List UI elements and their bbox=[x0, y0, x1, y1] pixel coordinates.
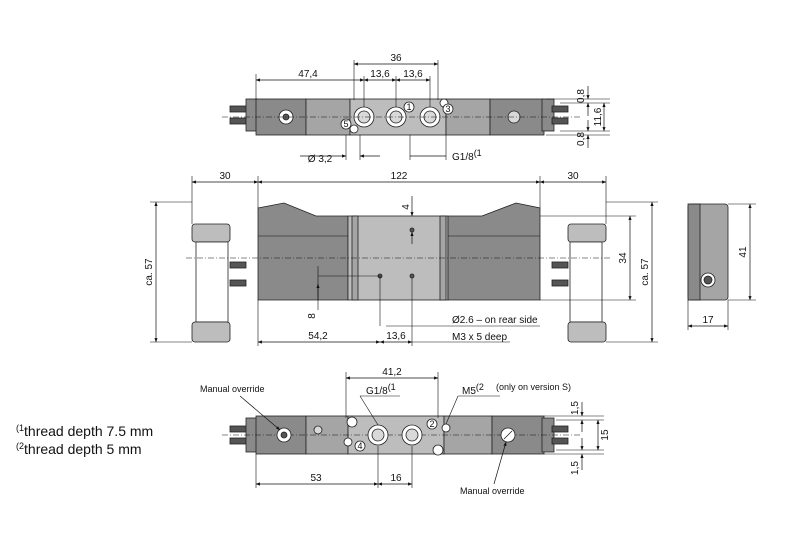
thread-depth-note: M3 x 5 deep bbox=[452, 332, 507, 343]
dim-11-6: 11,6 bbox=[593, 107, 604, 126]
dim-13-6-front: 13,6 bbox=[386, 331, 406, 342]
dim-41-2: 41,2 bbox=[382, 367, 402, 378]
dim-ca57-left: ca. 57 bbox=[144, 258, 155, 286]
bottom-view: 4 2 41,2 G1/8(1 M5(2 (only on version S)… bbox=[200, 367, 611, 496]
top-thread-g18: G1/8(1 bbox=[452, 148, 482, 163]
top-left-connector bbox=[229, 98, 259, 132]
manual-override-label-bottom: Manual override bbox=[460, 486, 525, 496]
dim-34: 34 bbox=[618, 252, 629, 264]
dim-diameter-3-2: Ø 3,2 bbox=[308, 154, 333, 165]
top-mount-hole-left bbox=[349, 124, 359, 134]
bottom-thread-g18: G1/8(1 bbox=[366, 382, 396, 397]
front-body-right bbox=[447, 202, 541, 301]
dim-54-2: 54,2 bbox=[308, 331, 328, 342]
bottom-port-m5-left bbox=[343, 437, 353, 447]
dim-1-5-top: 1,5 bbox=[570, 401, 581, 415]
dim-8: 8 bbox=[307, 313, 318, 319]
dim-0-8-top: 0,8 bbox=[576, 89, 587, 103]
front-right-plug bbox=[551, 223, 607, 343]
dim-13-6-left: 13,6 bbox=[370, 69, 390, 80]
bottom-mount-hole-tl bbox=[346, 416, 358, 428]
dim-0-8-bottom: 0,8 bbox=[576, 132, 587, 146]
top-right-connector bbox=[541, 98, 569, 132]
bottom-port-number-4: 4 bbox=[357, 441, 362, 451]
top-port-number-3: 3 bbox=[445, 104, 450, 114]
front-left-plug bbox=[191, 223, 247, 343]
bottom-port-m5-right bbox=[441, 423, 451, 433]
dim-36: 36 bbox=[390, 53, 402, 64]
dim-4: 4 bbox=[401, 204, 412, 210]
dim-30-left: 30 bbox=[219, 171, 231, 182]
footnotes: (1thread depth 7.5 mm (2thread depth 5 m… bbox=[16, 423, 153, 457]
top-port-number-1: 1 bbox=[406, 102, 411, 112]
bottom-thread-m5: M5(2 bbox=[462, 382, 484, 397]
dim-17: 17 bbox=[702, 315, 714, 326]
bottom-port-number-2: 2 bbox=[429, 419, 434, 429]
dim-122: 122 bbox=[391, 171, 408, 182]
front-body-left bbox=[257, 202, 349, 301]
dim-15: 15 bbox=[600, 429, 611, 441]
m5-version-note: (only on version S) bbox=[496, 382, 571, 392]
front-view: 30 122 30 4 34 ca. 57 ca. 57 8 54 bbox=[144, 171, 658, 346]
dim-30-right: 30 bbox=[567, 171, 579, 182]
footnote-2: (2thread depth 5 mm bbox=[16, 441, 142, 457]
rear-hole-note: Ø2.6 – on rear side bbox=[452, 315, 538, 326]
dim-ca57-right: ca. 57 bbox=[640, 258, 651, 286]
dim-47-4: 47,4 bbox=[298, 69, 318, 80]
dim-53: 53 bbox=[310, 473, 322, 484]
top-view: 1 3 5 36 47,4 13,6 13,6 0,8 11,6 0,8 bbox=[222, 53, 610, 165]
top-port-number-5: 5 bbox=[343, 119, 348, 129]
dim-41: 41 bbox=[738, 246, 749, 258]
dim-1-5-bottom: 1,5 bbox=[570, 461, 581, 475]
bottom-mount-hole-br bbox=[432, 444, 444, 456]
manual-override-label-top: Manual override bbox=[200, 384, 265, 394]
dim-16: 16 bbox=[390, 473, 402, 484]
footnote-1: (1thread depth 7.5 mm bbox=[16, 423, 153, 439]
dim-13-6-right: 13,6 bbox=[403, 69, 423, 80]
side-view: 41 17 bbox=[687, 203, 756, 330]
